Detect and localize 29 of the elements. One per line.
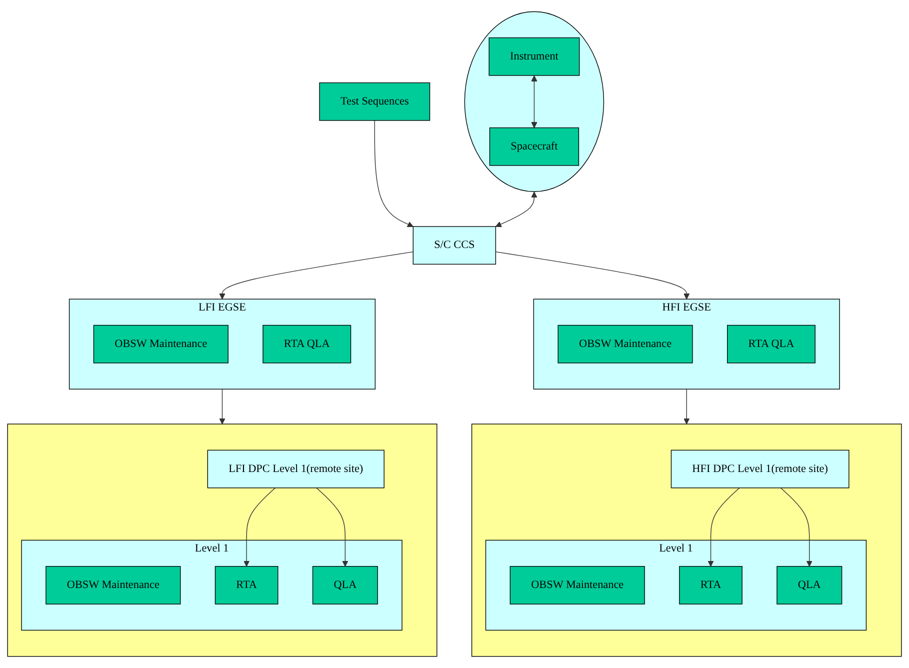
arrow xyxy=(219,251,414,300)
node-box: QLA xyxy=(776,566,842,604)
node-box: S/C CCS xyxy=(412,226,496,265)
node-box: Test Sequences xyxy=(319,82,430,121)
node-box: RTA QLA xyxy=(727,324,816,364)
arrow xyxy=(374,120,414,228)
node-box: Spacecraft xyxy=(489,127,580,166)
cluster xyxy=(471,424,902,657)
node-box: OBSW Maintenance xyxy=(558,324,693,364)
node-box: QLA xyxy=(312,566,378,604)
arrow xyxy=(495,251,690,300)
arrow xyxy=(708,488,740,567)
cluster xyxy=(7,424,438,657)
arrow xyxy=(684,388,690,424)
node-box: LFI DPC Level 1(remote site) xyxy=(207,450,384,488)
node-box: HFI DPC Level 1(remote site) xyxy=(670,450,850,488)
node-box: RTA QLA xyxy=(262,324,352,364)
node-box: OBSW Maintenance xyxy=(510,566,645,604)
node-box: Instrument xyxy=(488,37,580,76)
node-box: OBSW Maintenance xyxy=(46,566,181,604)
arrow xyxy=(780,488,812,567)
node-box: OBSW Maintenance xyxy=(93,324,228,364)
arrow xyxy=(243,488,276,567)
arrow xyxy=(219,388,226,424)
arrow xyxy=(316,488,348,567)
node-box: RTA xyxy=(679,566,742,604)
node-box: RTA xyxy=(214,566,278,604)
arrow xyxy=(531,75,538,128)
arrow xyxy=(495,192,538,228)
